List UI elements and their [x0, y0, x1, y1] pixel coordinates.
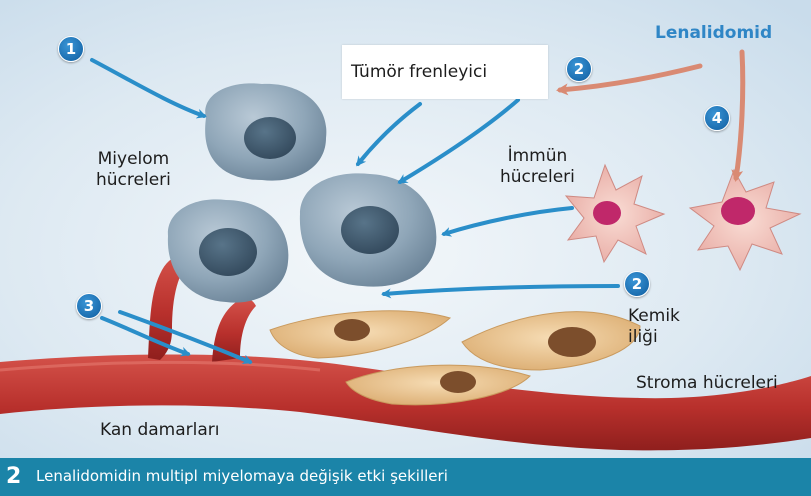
marker-4: 4 — [704, 105, 730, 131]
caption-number: 2 — [6, 462, 21, 492]
marker-2-bottom: 2 — [624, 271, 650, 297]
immune-cells-label-line2: hücreleri — [500, 167, 575, 188]
marker-3: 3 — [76, 293, 102, 319]
blood-vessels-label: Kan damarları — [100, 420, 219, 441]
immune-cells-label-line1: İmmün — [500, 146, 575, 167]
myeloma-cells-label: Miyelom hücreleri — [96, 149, 171, 191]
drug-label: Lenalidomid — [655, 23, 772, 43]
myeloma-cells-label-line2: hücreleri — [96, 170, 171, 191]
myeloma-cells-label-line1: Miyelom — [96, 149, 171, 170]
bone-marrow-label: Kemik iliği — [628, 306, 680, 348]
bone-marrow-label-line1: Kemik — [628, 306, 680, 327]
marker-2-top: 2 — [566, 56, 592, 82]
bone-marrow-label-line2: iliği — [628, 327, 680, 348]
tumor-suppressor-label: Tümör frenleyici — [351, 62, 487, 82]
stroma-cells-label: Stroma hücreleri — [636, 373, 778, 394]
immune-cells-label: İmmün hücreleri — [500, 146, 575, 188]
marker-1: 1 — [58, 36, 84, 62]
caption-text: Lenalidomidin multipl miyelomaya değişik… — [36, 466, 448, 486]
